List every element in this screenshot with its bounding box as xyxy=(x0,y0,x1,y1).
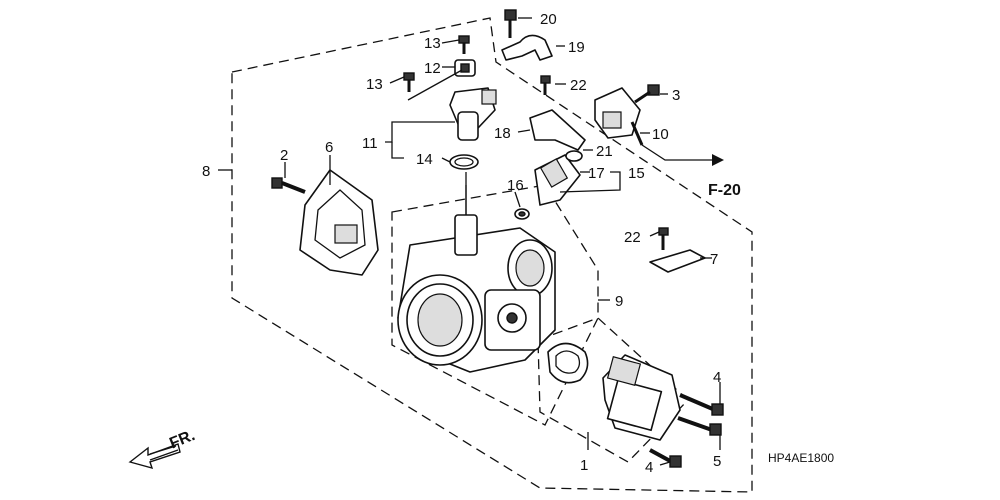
screw-13-upper xyxy=(458,35,470,54)
sensor-11 xyxy=(449,87,497,141)
o-ring-14 xyxy=(449,154,479,170)
screw-22-upper xyxy=(540,75,551,95)
assembly-boundary-8 xyxy=(231,17,753,493)
bolt-20 xyxy=(504,9,517,38)
callout-22-upper: 22 xyxy=(570,77,587,94)
callout-20: 20 xyxy=(540,11,557,28)
callout-17: 17 xyxy=(588,165,605,182)
front-arrow-icon xyxy=(128,443,181,470)
callout-11: 11 xyxy=(362,135,378,152)
bolt-5 xyxy=(677,416,722,436)
bolt-4-lower xyxy=(649,448,682,468)
callout-10: 10 xyxy=(652,126,669,143)
callout-13-upper: 13 xyxy=(424,35,441,52)
cover-6 xyxy=(299,169,379,276)
sensor-10 xyxy=(594,87,644,146)
leader-lines xyxy=(218,17,724,466)
gasket xyxy=(547,342,589,384)
callout-2: 2 xyxy=(280,147,288,164)
callout-21: 21 xyxy=(596,143,613,160)
seal-16 xyxy=(514,208,530,220)
callout-16: 16 xyxy=(507,177,524,194)
sensor-unit-1 xyxy=(602,354,681,441)
callout-7: 7 xyxy=(710,251,718,268)
callout-22-lower: 22 xyxy=(624,229,641,246)
callout-3: 3 xyxy=(672,87,680,104)
callout-13-lower: 13 xyxy=(366,76,383,93)
assembly-boundary-9 xyxy=(391,184,599,426)
throttle-body xyxy=(397,185,556,373)
clamp-19 xyxy=(501,34,553,61)
diagram-code: HP4AE1800 xyxy=(768,451,834,465)
callout-14: 14 xyxy=(416,151,433,168)
callout-18: 18 xyxy=(494,125,511,142)
callout-8: 8 xyxy=(202,163,210,180)
bolt-2 xyxy=(271,177,306,194)
bolt-3 xyxy=(634,84,660,104)
callout-4-lower: 4 xyxy=(645,459,653,476)
callout-9: 9 xyxy=(615,293,623,310)
bolt-4-upper xyxy=(679,393,724,416)
plate-12 xyxy=(454,59,476,77)
plate-7 xyxy=(649,249,706,273)
callout-12: 12 xyxy=(424,60,441,77)
front-label: FR. xyxy=(167,427,197,452)
callout-4-upper: 4 xyxy=(713,369,721,386)
bracket-18 xyxy=(529,109,586,151)
callout-1: 1 xyxy=(580,457,588,474)
injector-17 xyxy=(534,154,581,206)
reference-label-f20: F-20 xyxy=(708,182,741,199)
seal-ring-21 xyxy=(565,150,583,162)
callout-15: 15 xyxy=(628,165,645,182)
callout-6: 6 xyxy=(325,139,333,156)
callout-19: 19 xyxy=(568,39,585,56)
screw-22-lower xyxy=(658,227,669,250)
screw-13-lower xyxy=(403,72,415,92)
callout-5: 5 xyxy=(713,453,721,470)
